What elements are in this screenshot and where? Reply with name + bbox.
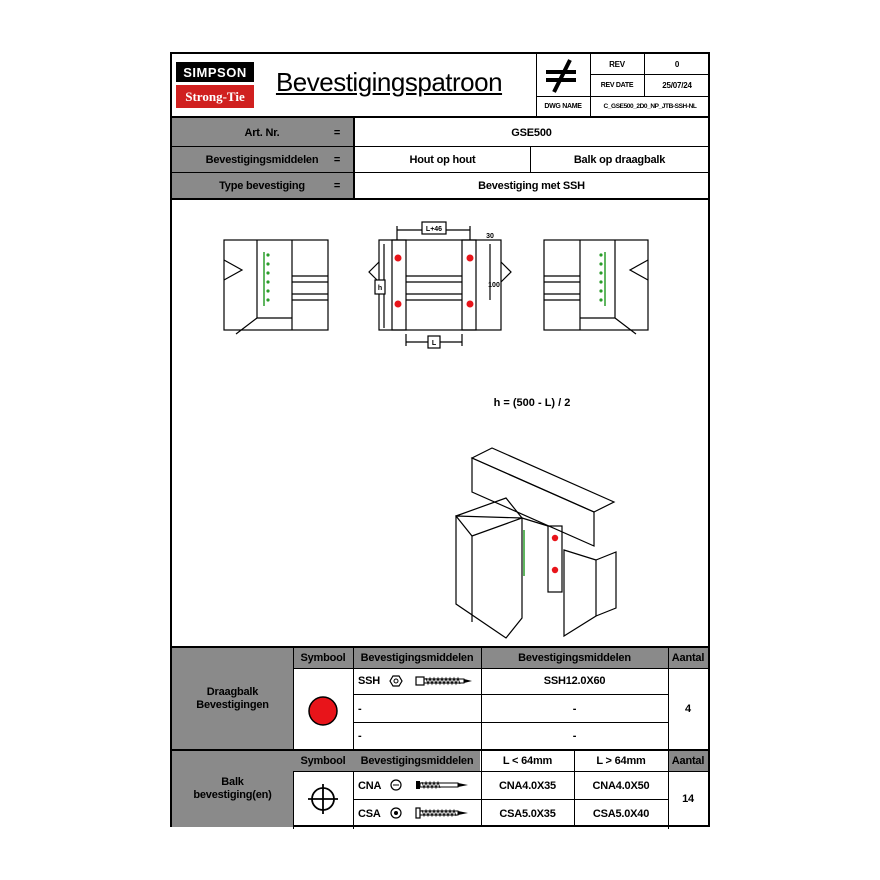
type-label: Type bevestiging <box>219 179 305 192</box>
dim-30: 30 <box>486 233 494 240</box>
dim-top: L+46 <box>426 226 442 233</box>
table2-col-symbol: Symbool <box>300 755 346 767</box>
crosshair-symbol-icon <box>308 784 338 814</box>
bev-value-2: Balk op draagbalk <box>573 153 666 166</box>
table1-row-product: - <box>572 730 577 742</box>
table2-row-small: CNA4.0X35 <box>499 779 556 792</box>
dwg-name-value: C_GSE500_2D0_NP_JTB-SSH-NL <box>603 102 697 110</box>
table1-col-count: Aantal <box>671 652 705 664</box>
table1-row-name: - <box>358 702 362 715</box>
rev-label: REV <box>609 59 625 69</box>
equals-sign: = <box>333 153 341 166</box>
table1-count: 4 <box>685 702 691 715</box>
table1-col-fasteners-2: Bevestigingsmiddelen <box>518 652 631 664</box>
rev-date-label: REV DATE <box>600 81 634 89</box>
drawing-sheet: SIMPSON Strong-Tie Bevestigingspatroon R… <box>170 52 710 829</box>
table1-col-symbol: Symbool <box>300 652 346 664</box>
table1-row-name: - <box>358 730 362 742</box>
art-value: GSE500 <box>511 127 552 139</box>
table1-col-fasteners: Bevestigingsmiddelen <box>360 652 474 664</box>
table2-row-small: CSA5.0X35 <box>499 807 556 820</box>
table2-group-label: Balk bevestiging(en) <box>193 776 272 801</box>
table2-count: 14 <box>682 793 694 805</box>
logo-simpson: SIMPSON <box>176 62 254 82</box>
red-dot-symbol-icon <box>308 696 338 726</box>
rev-value: 0 <box>674 59 680 69</box>
formula: h = (500 - L) / 2 <box>494 397 571 409</box>
dim-h: h <box>378 285 382 292</box>
dim-100: 100 <box>488 282 500 289</box>
table2-row-large: CSA5.0X40 <box>592 807 650 820</box>
technical-drawing: L+46 30 100 h L h = (500 - L) / 2 <box>223 221 649 639</box>
ssh-screw-icon <box>389 675 472 687</box>
cna-nail-icon <box>390 779 468 791</box>
bev-label: Bevestigingsmiddelen <box>205 153 319 166</box>
table2-col-count: Aantal <box>671 755 705 767</box>
dwg-name-label: DWG NAME <box>544 102 582 110</box>
table1-group-label: Draagbalk Bevestigingen <box>196 685 269 711</box>
equals-sign: = <box>333 127 341 139</box>
table1-row-name: SSH <box>358 675 381 687</box>
page-title: Bevestigingspatroon <box>275 66 503 97</box>
type-value: Bevestiging met SSH <box>478 179 585 192</box>
table2-row-name: CSA <box>358 807 381 820</box>
table2-col-fasteners: Bevestigingsmiddelen <box>360 755 474 767</box>
table1-row-product: SSH12.0X60 <box>543 675 606 687</box>
not-equal-icon <box>546 59 576 93</box>
table2-col-small: L < 64mm <box>502 755 553 767</box>
table2-col-large: L > 64mm <box>596 755 646 767</box>
logo-strongtie: Strong-Tie <box>176 85 254 108</box>
art-label: Art. Nr. <box>244 127 280 139</box>
bev-value-1: Hout op hout <box>409 153 476 166</box>
rev-date-value: 25/07/24 <box>662 80 692 90</box>
dim-L: L <box>432 340 437 347</box>
table2-row-name: CNA <box>358 779 382 792</box>
table2-row-large: CNA4.0X50 <box>592 779 650 792</box>
table1-row-product: - <box>572 702 577 715</box>
equals-sign: = <box>333 179 341 192</box>
csa-screw-icon <box>390 807 468 819</box>
